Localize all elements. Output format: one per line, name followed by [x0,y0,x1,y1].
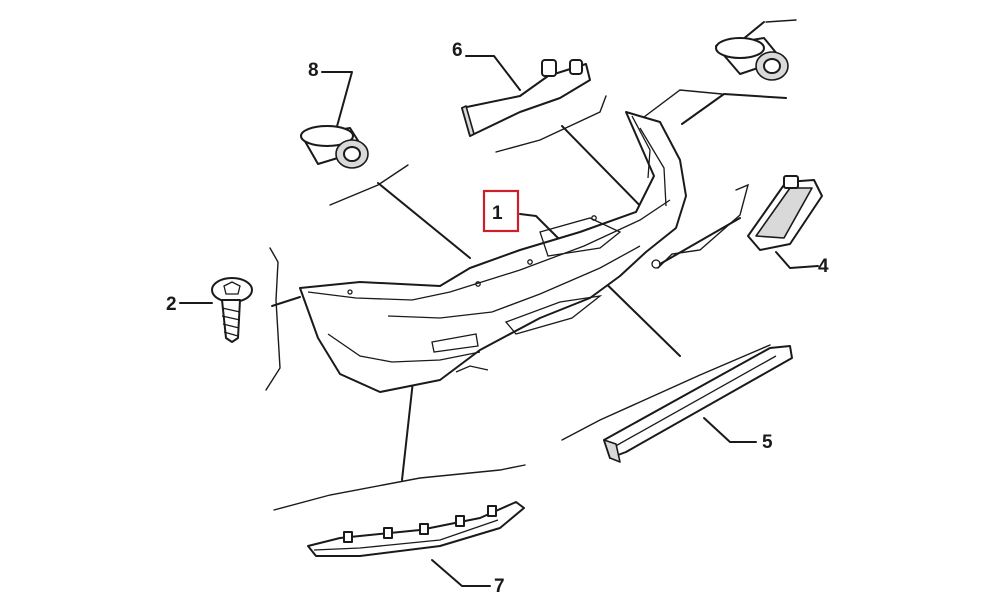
rear-bumper[interactable] [299,111,687,393]
callout-2[interactable]: 2 [166,294,177,315]
screw-part-2[interactable] [211,277,253,343]
callout-6[interactable]: 6 [452,40,463,61]
callout-4[interactable]: 4 [818,256,829,277]
callout-labels: 1 2 4 5 6 7 8 [166,40,829,597]
callout-5[interactable]: 5 [762,432,773,453]
leader-lines [179,21,819,587]
callout-8[interactable]: 8 [308,60,319,81]
callout-7[interactable]: 7 [494,576,505,597]
bracket-part-6[interactable] [461,59,591,137]
nut-insert-part-8[interactable] [300,125,369,169]
lower-strip-part-7[interactable] [307,501,525,557]
nut-insert-top-right[interactable] [715,37,789,81]
callout-1[interactable]: 1 [492,203,503,224]
trim-strip-part-5[interactable] [603,345,793,463]
callout-1-highlight [482,189,520,233]
car-body-context-lines [265,19,797,511]
side-reflector-part-4[interactable] [747,175,823,251]
